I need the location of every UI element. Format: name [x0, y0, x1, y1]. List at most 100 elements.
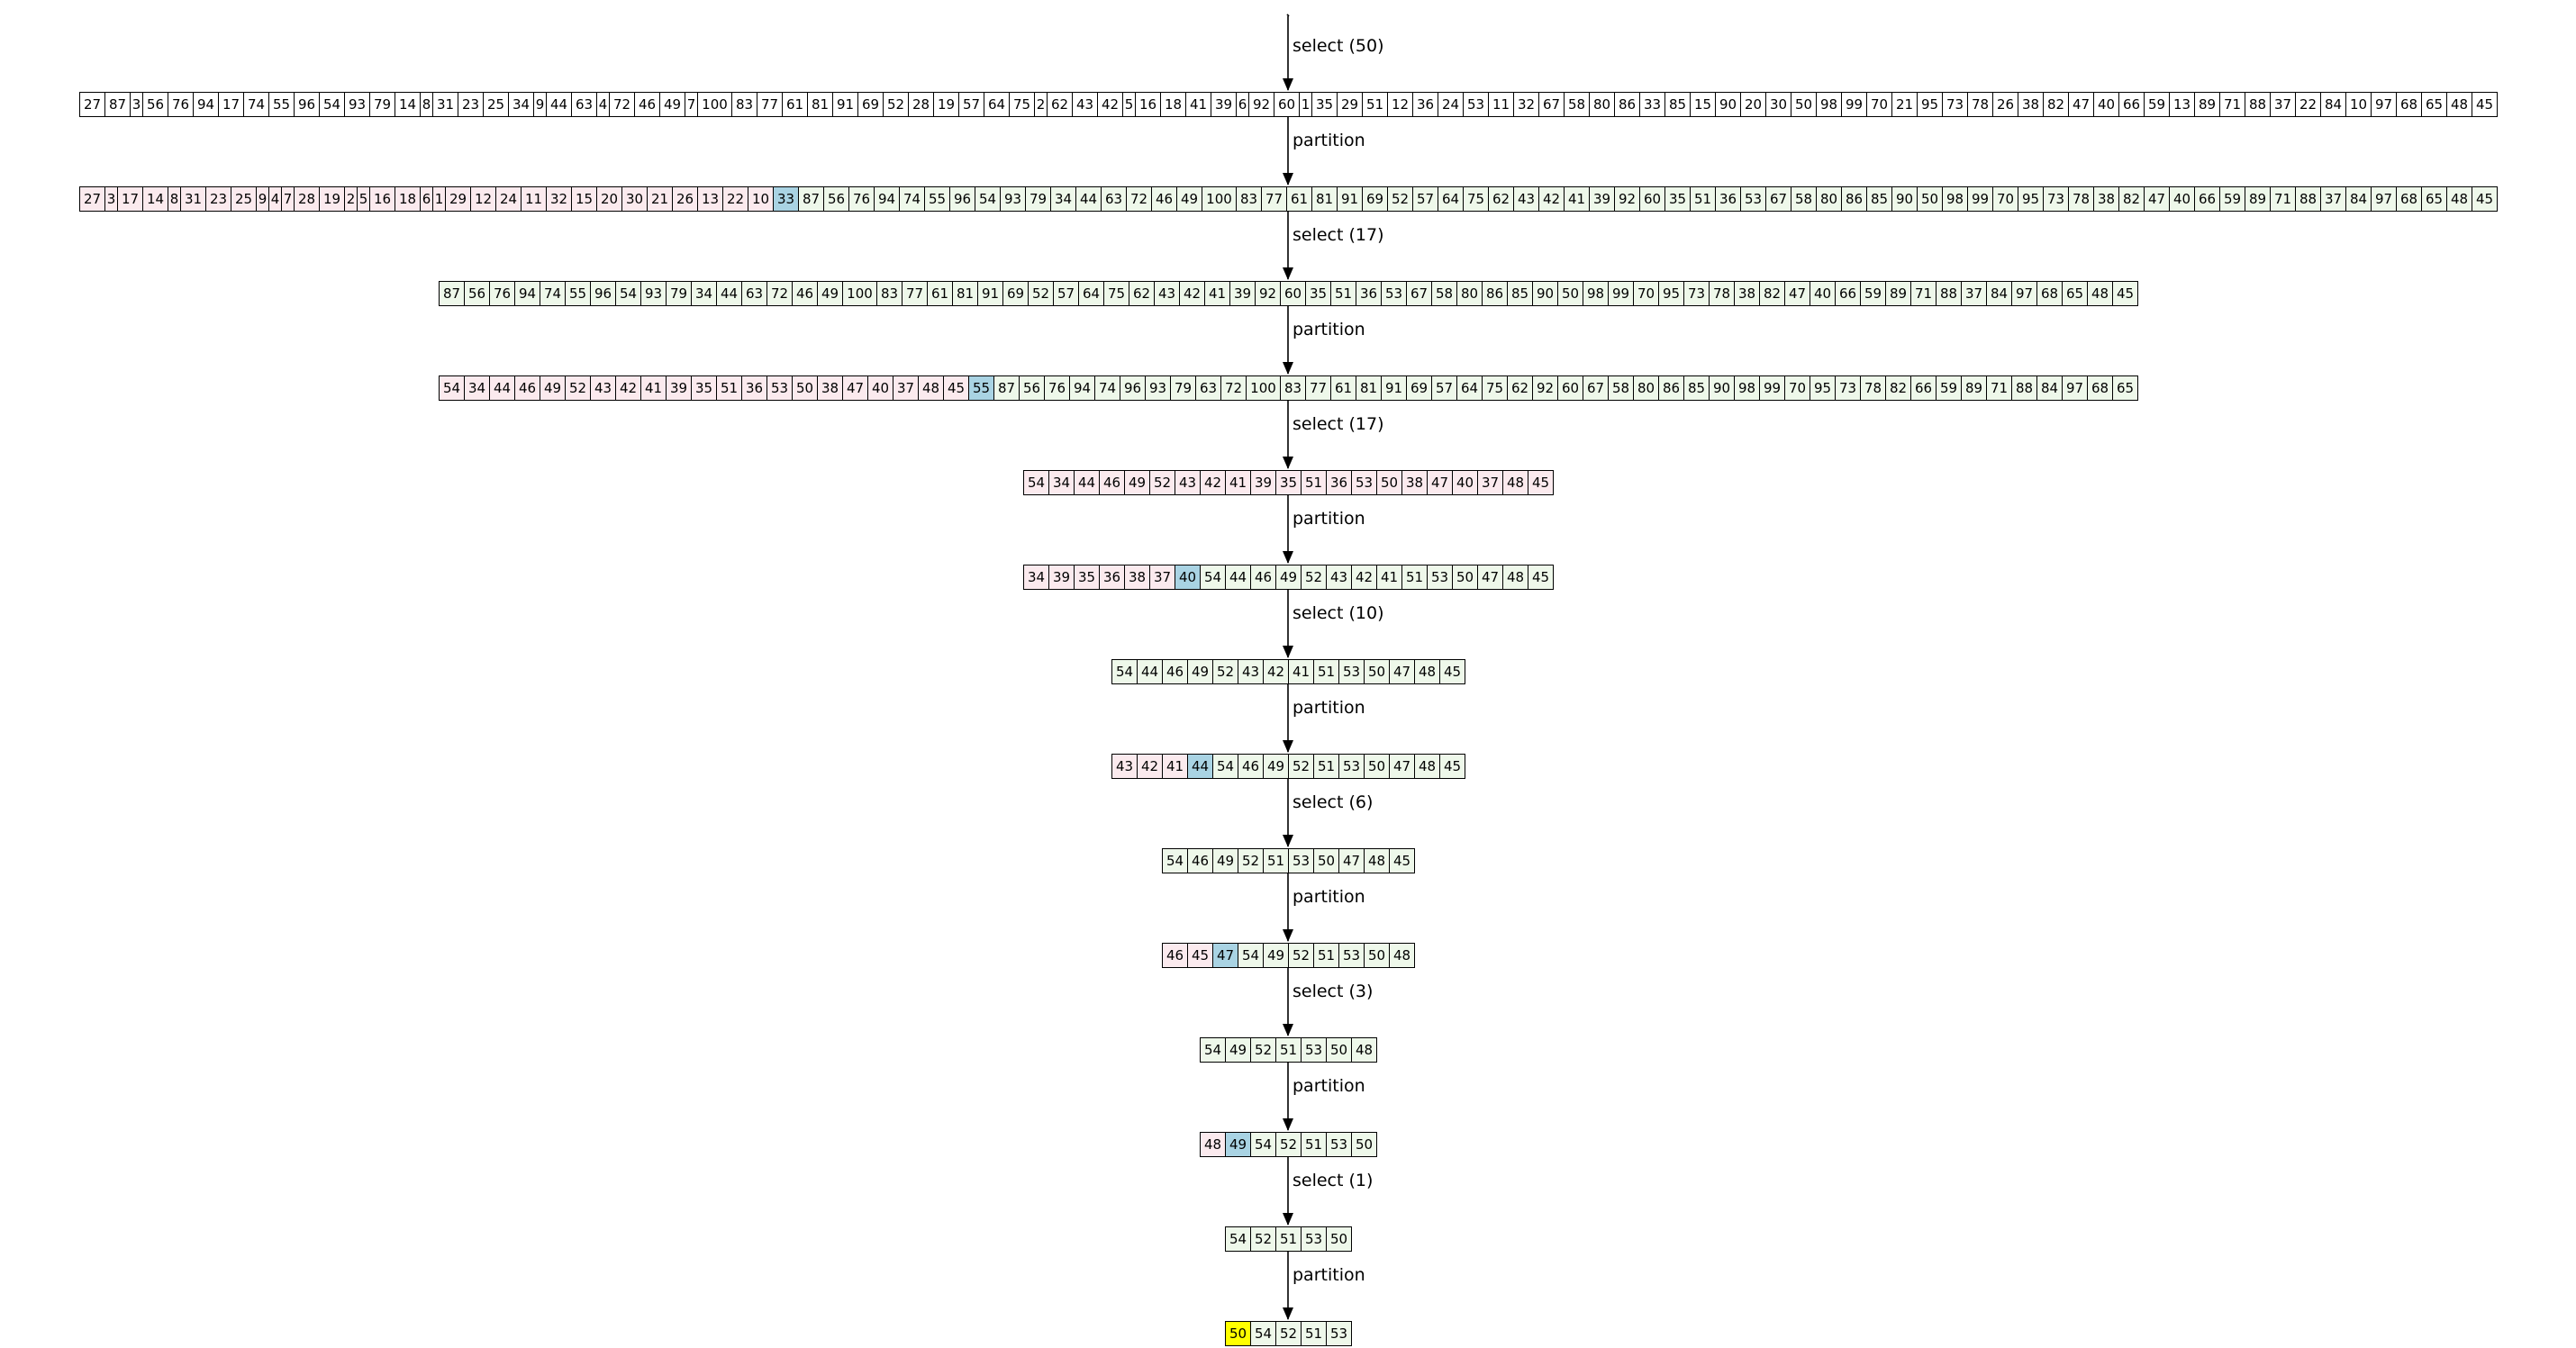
array-cell: 100 — [1246, 375, 1281, 401]
array-cell: 35 — [691, 375, 717, 401]
array-cell: 59 — [2219, 186, 2245, 212]
step-label: select (10) — [1293, 603, 1384, 623]
array-cell: 47 — [2068, 92, 2094, 117]
array-cell: 38 — [2018, 92, 2044, 117]
array-cell: 81 — [1356, 375, 1382, 401]
array-cell: 52 — [1275, 1132, 1302, 1157]
result-cell: 50 — [1225, 1321, 1251, 1346]
array-cell: 60 — [1557, 375, 1583, 401]
array-cell: 97 — [2011, 281, 2037, 306]
array-cell: 66 — [2194, 186, 2220, 212]
array-cell: 65 — [2421, 186, 2447, 212]
array-cell: 45 — [1528, 565, 1554, 590]
array-cell: 47 — [1784, 281, 1810, 306]
array-cell: 51 — [1301, 470, 1327, 495]
array-cell: 52 — [1250, 1226, 1276, 1252]
array-cell: 43 — [1326, 565, 1352, 590]
array-cell: 99 — [1967, 186, 1993, 212]
array-cell: 64 — [1456, 375, 1483, 401]
array-cell: 78 — [1967, 92, 1993, 117]
array-cell: 84 — [1986, 281, 2012, 306]
array-cell: 61 — [1286, 186, 1312, 212]
array-cell: 93 — [640, 281, 667, 306]
array-cell: 58 — [1431, 281, 1457, 306]
array-cell: 59 — [1860, 281, 1886, 306]
array-cell: 14 — [395, 92, 421, 117]
array-cell: 53 — [1301, 1037, 1327, 1063]
step-label: partition — [1293, 320, 1365, 339]
array-cell: 28 — [908, 92, 934, 117]
array-cell: 51 — [1401, 565, 1428, 590]
array-cell: 18 — [395, 186, 421, 212]
array-cell: 75 — [1103, 281, 1129, 306]
array-cell: 34 — [1050, 186, 1076, 212]
array-cell: 40 — [2093, 92, 2119, 117]
array-cell: 49 — [1124, 470, 1150, 495]
array-cell: 76 — [1044, 375, 1070, 401]
array-cell: 58 — [1791, 186, 1817, 212]
array-cell: 47 — [842, 375, 868, 401]
array-cell: 36 — [741, 375, 767, 401]
array-cell: 76 — [489, 281, 515, 306]
array-cell: 8 — [168, 186, 181, 212]
array-cell: 45 — [1389, 848, 1415, 873]
array-cell: 75 — [1463, 186, 1489, 212]
array-cell: 54 — [615, 281, 641, 306]
step-label: partition — [1293, 1265, 1365, 1285]
array-cell: 85 — [1664, 92, 1691, 117]
array-cell: 41 — [1225, 470, 1251, 495]
array-cell: 84 — [2320, 92, 2346, 117]
array-cell: 98 — [1734, 375, 1760, 401]
array-cell: 87 — [798, 186, 824, 212]
array-cell: 25 — [231, 186, 257, 212]
array-cell: 39 — [1211, 92, 1237, 117]
arrow-head — [1283, 173, 1293, 185]
array-cell: 60 — [1274, 92, 1300, 117]
array-cell: 54 — [975, 186, 1001, 212]
array-cell: 80 — [1589, 92, 1615, 117]
array-cell: 73 — [2043, 186, 2069, 212]
array-cell: 29 — [1337, 92, 1363, 117]
array-cell: 48 — [1502, 565, 1528, 590]
array-cell: 62 — [1129, 281, 1155, 306]
array-cell: 81 — [952, 281, 978, 306]
array-cell: 46 — [514, 375, 540, 401]
array-cell: 44 — [1074, 470, 1100, 495]
array-cell: 38 — [2093, 186, 2119, 212]
array-cell: 47 — [1389, 659, 1415, 684]
array-cell: 48 — [1389, 943, 1415, 968]
array-cell: 53 — [1351, 470, 1377, 495]
array-cell: 46 — [1187, 848, 1213, 873]
array-cell: 68 — [2036, 281, 2063, 306]
array-cell: 94 — [874, 186, 900, 212]
array-cell: 85 — [1866, 186, 1892, 212]
array-cell: 43 — [1154, 281, 1180, 306]
array-cell: 35 — [1664, 186, 1691, 212]
step-label: select (1) — [1293, 1171, 1374, 1190]
array-cell: 82 — [2043, 92, 2069, 117]
array-cell: 46 — [1162, 659, 1188, 684]
array-cell: 96 — [1120, 375, 1146, 401]
array-cell: 86 — [1482, 281, 1508, 306]
array-cell: 42 — [1263, 659, 1289, 684]
pivot-cell: 49 — [1225, 1132, 1251, 1157]
step-label: select (6) — [1293, 792, 1374, 812]
array-cell: 8 — [420, 92, 433, 117]
array-cell: 52 — [565, 375, 591, 401]
arrow-head — [1283, 78, 1293, 91]
array-cell: 48 — [1502, 470, 1528, 495]
array-cell: 32 — [1513, 92, 1539, 117]
array-cell: 72 — [1220, 375, 1247, 401]
array-cell: 68 — [2087, 375, 2113, 401]
array-cell: 74 — [1094, 375, 1120, 401]
array-cell: 48 — [1351, 1037, 1377, 1063]
array-cell: 46 — [1099, 470, 1125, 495]
array-cell: 77 — [902, 281, 928, 306]
array-cell: 41 — [1204, 281, 1230, 306]
array-cell: 4 — [596, 92, 610, 117]
array-cell: 45 — [1528, 470, 1554, 495]
array-cell: 43 — [1175, 470, 1201, 495]
array-cell: 67 — [1583, 375, 1609, 401]
array-cell: 78 — [1860, 375, 1886, 401]
